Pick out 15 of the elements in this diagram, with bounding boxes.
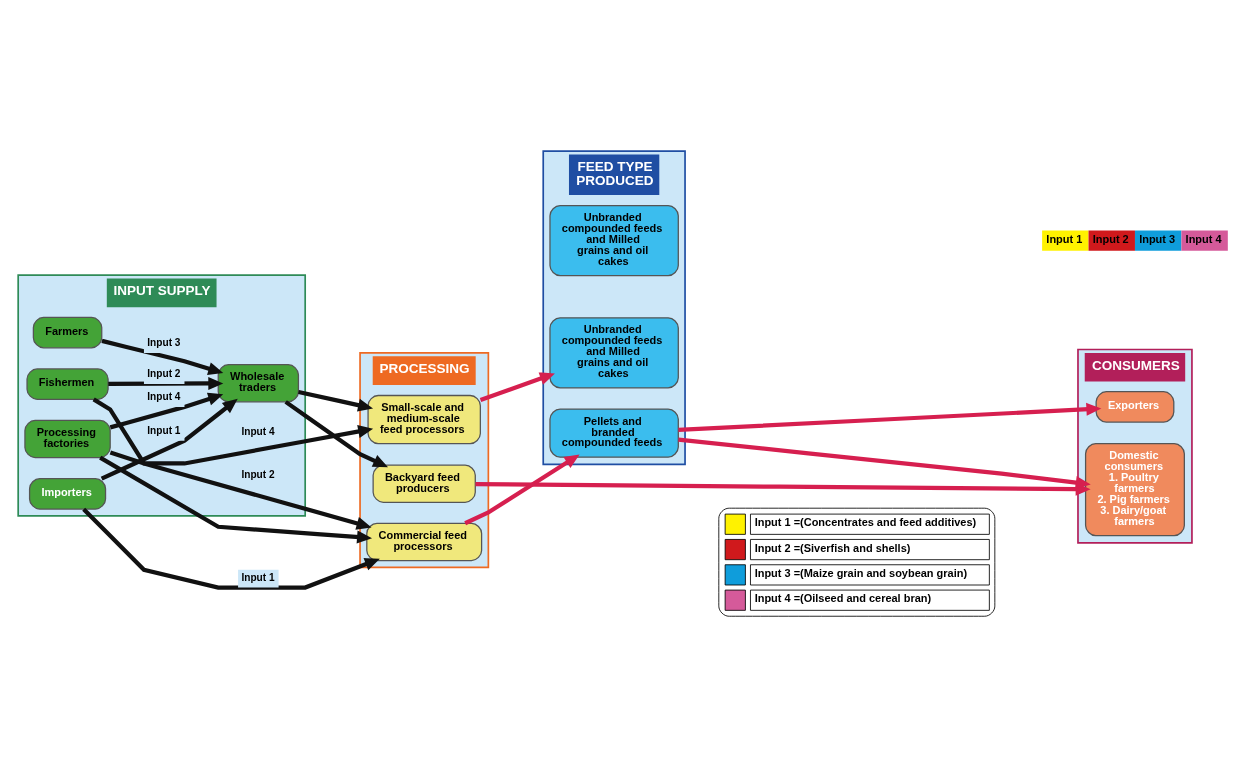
edge-label: Input 2 <box>241 468 275 480</box>
legend-label: Input 3 =(Maize grain and soybean grain) <box>754 566 968 579</box>
edge-label: Input 4 <box>241 425 275 437</box>
label: Input 1 <box>1046 232 1083 245</box>
edge-label: Input 4 <box>147 390 181 402</box>
edge-label: Input 1 <box>241 571 275 583</box>
legend-label: Input 4 =(Oilseed and cereal bran) <box>754 591 932 604</box>
edge-label: Input 2 <box>147 367 181 379</box>
label: Input 3 <box>1139 232 1176 245</box>
label: Input 2 <box>1092 232 1129 245</box>
legend-label: Input 1 =(Concentrates and feed additives) <box>754 515 977 528</box>
edge-label: Input 3 <box>147 336 181 348</box>
label: Input 4 <box>1185 232 1222 245</box>
legend-label: Input 2 =(Siverfish and shells) <box>754 541 911 554</box>
edge-label: Input 1 <box>147 424 181 436</box>
